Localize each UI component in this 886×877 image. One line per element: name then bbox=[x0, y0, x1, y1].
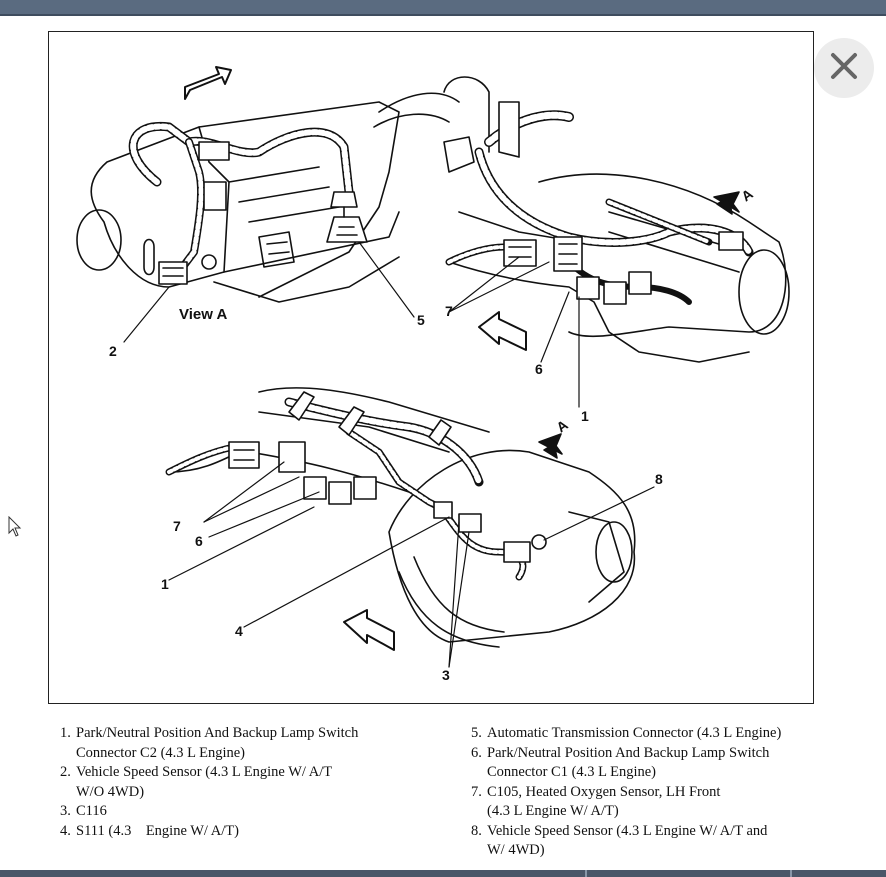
callout-8: 8 bbox=[655, 471, 663, 487]
callout-6-bottom: 6 bbox=[195, 533, 203, 549]
legend-num: 3. bbox=[60, 803, 71, 819]
view-a-label: View A bbox=[179, 306, 228, 323]
legend-num: 4. bbox=[60, 822, 71, 839]
legend-item-4: 4. S111 (4.3 Engine W/ A/T) bbox=[60, 822, 440, 842]
legend-text: Park/Neutral Position And Backup Lamp Sw… bbox=[487, 744, 770, 761]
wiring-diagram: View A A A 2 5 7 6 1 7 6 1 4 3 8 bbox=[48, 31, 814, 704]
legend-num: 5. bbox=[471, 725, 482, 741]
top-toolbar bbox=[0, 0, 886, 16]
legend-num: 2. bbox=[60, 764, 71, 780]
legend-item-7: 7. C105, Heated Oxygen Sensor, LH Front (… bbox=[471, 783, 871, 822]
legend-text: W/ 4WD) bbox=[487, 842, 545, 858]
mouse-pointer-icon bbox=[8, 515, 22, 543]
callout-6-top: 6 bbox=[535, 361, 543, 377]
legend-num: 7. bbox=[471, 783, 482, 800]
legend-text: Park/Neutral Position And Backup Lamp Sw… bbox=[76, 725, 359, 741]
callout-7-top: 7 bbox=[445, 303, 453, 319]
callout-4: 4 bbox=[235, 623, 243, 639]
close-button[interactable] bbox=[814, 38, 874, 98]
legend-right: 5. Automatic Transmission Connector (4.3… bbox=[471, 724, 871, 861]
legend-item-3: 3. C116 bbox=[60, 802, 440, 822]
legend-text: S111 (4.3 Engine W/ A/T) bbox=[76, 822, 239, 839]
callout-7-bottom: 7 bbox=[173, 518, 181, 534]
close-icon bbox=[829, 51, 859, 86]
legend-text: W/O 4WD) bbox=[76, 783, 145, 800]
callout-3: 3 bbox=[442, 667, 450, 683]
legend-text: C105, Heated Oxygen Sensor, LH Front bbox=[487, 783, 721, 800]
legend-text: Connector C1 (4.3 L Engine) bbox=[487, 764, 656, 780]
legend-num: 6. bbox=[471, 744, 482, 761]
callout-5: 5 bbox=[417, 312, 425, 328]
legend-text: Connector C2 (4.3 L Engine) bbox=[76, 744, 245, 761]
legend-text: Vehicle Speed Sensor (4.3 L Engine W/ A/… bbox=[487, 822, 768, 839]
legend-text: C116 bbox=[76, 803, 107, 819]
legend-num: 1. bbox=[60, 725, 71, 741]
toolbar-divider bbox=[790, 870, 792, 877]
legend-item-1: 1. Park/Neutral Position And Backup Lamp… bbox=[60, 724, 440, 763]
callout-2: 2 bbox=[109, 343, 117, 359]
legend-text: Automatic Transmission Connector (4.3 L … bbox=[487, 725, 782, 741]
legend-text: Vehicle Speed Sensor (4.3 L Engine W/ A/… bbox=[76, 764, 333, 780]
legend-left: 1. Park/Neutral Position And Backup Lamp… bbox=[60, 724, 440, 841]
callout-1-top: 1 bbox=[581, 408, 589, 424]
callout-1-bottom: 1 bbox=[161, 576, 169, 592]
diagram-drawing bbox=[76, 66, 790, 668]
legend-num: 8. bbox=[471, 822, 482, 839]
legend-item-2: 2. Vehicle Speed Sensor (4.3 L Engine W/… bbox=[60, 763, 440, 802]
legend-item-5: 5. Automatic Transmission Connector (4.3… bbox=[471, 724, 871, 744]
toolbar-divider bbox=[585, 870, 587, 877]
legend-item-6: 6. Park/Neutral Position And Backup Lamp… bbox=[471, 744, 871, 783]
bottom-toolbar bbox=[0, 870, 886, 877]
legend-text: (4.3 L Engine W/ A/T) bbox=[487, 803, 619, 819]
legend-item-8: 8. Vehicle Speed Sensor (4.3 L Engine W/… bbox=[471, 822, 871, 861]
